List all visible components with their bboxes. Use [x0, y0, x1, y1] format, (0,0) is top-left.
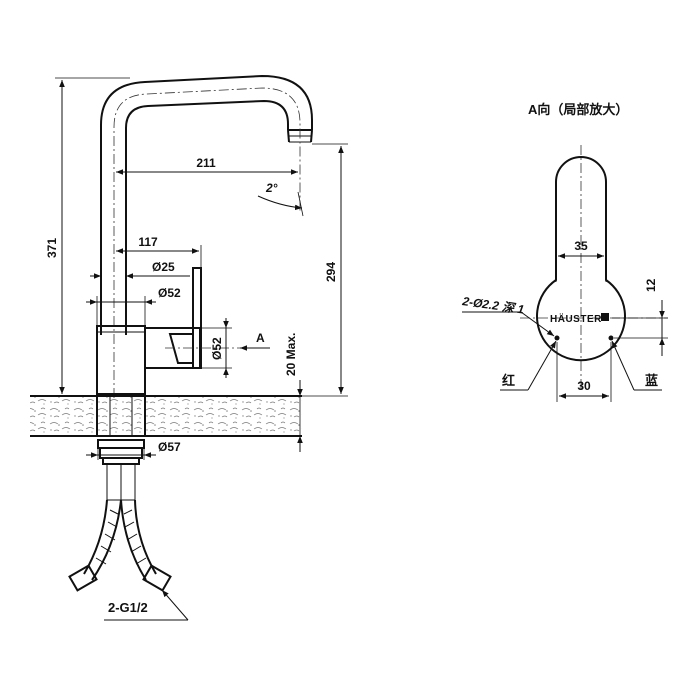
faucet-side-view: [30, 74, 313, 592]
hole-blue: [608, 335, 614, 341]
dim-overall-height: 371: [45, 238, 59, 258]
dim-width-bottom: 30: [577, 379, 591, 393]
dim-diam-25: Ø25: [152, 260, 175, 274]
hoses: [68, 463, 172, 592]
spout-tube: [100, 74, 313, 335]
brand-square: [601, 313, 609, 321]
dim-max-deck: 20 Max.: [284, 333, 298, 376]
dim-diam-52-top: Ø52: [158, 286, 181, 300]
hose-nut-left: [68, 564, 98, 592]
label-red: 红: [502, 373, 515, 388]
holes-spec: 2-Ø2.2 深 1: [461, 294, 526, 317]
countertop: [30, 396, 302, 436]
hole-red: [554, 335, 560, 341]
view-arrow-label: A: [256, 331, 265, 345]
dim-angle: 2°: [265, 181, 278, 195]
detail-view-a: A向（局部放大） HÄUSTER 35 12 30 2-Ø2.2 深 1: [461, 102, 668, 402]
label-blue: 蓝: [645, 373, 658, 388]
dim-spout-height: 294: [324, 262, 338, 282]
plate-outline: [536, 156, 626, 362]
dim-handle-offset: 117: [138, 235, 158, 249]
hose-nut-right: [142, 564, 172, 592]
brand-mark: HÄUSTER: [550, 312, 602, 325]
dim-connection: 2-G1/2: [108, 600, 148, 615]
view-title: A向（局部放大）: [528, 102, 628, 117]
dim-diam-57: Ø57: [158, 440, 181, 454]
dim-reach: 211: [196, 156, 216, 170]
dim-width-top: 35: [574, 239, 588, 253]
faucet-body: [96, 325, 146, 395]
dim-diam-52-side: Ø52: [210, 337, 224, 360]
handle-lever: [192, 267, 202, 369]
side-view-dimensions: 371 211 2° 294 117 Ø25 Ø52: [45, 77, 348, 621]
dim-offset: 12: [644, 278, 658, 292]
